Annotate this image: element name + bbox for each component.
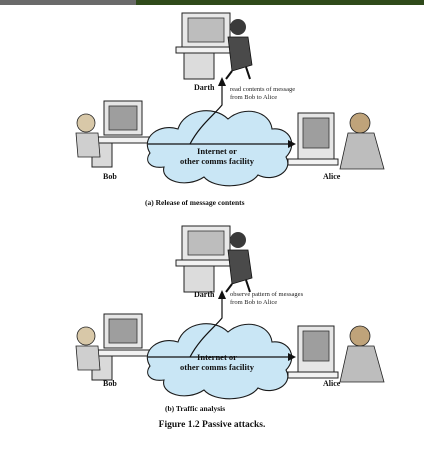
panel-caption: (b) Traffic analysis (165, 404, 226, 413)
darth-note: observe pattern of messages from Bob to … (230, 291, 304, 306)
darth-figure (175, 225, 253, 293)
internet-cloud (147, 323, 293, 400)
bob-figure (75, 313, 157, 381)
panel-traffic-analysis: Darth observe pattern of messages from B… (0, 218, 424, 413)
cloud-text: Internet or other comms facility (157, 146, 277, 166)
tap-line (189, 298, 223, 358)
internet-cloud (147, 110, 293, 187)
cloud-text: Internet or other comms facility (157, 352, 277, 372)
darth-figure (175, 12, 253, 80)
bob-figure (75, 100, 157, 168)
cloud-line-2: other comms facility (180, 362, 254, 372)
top-strip-dark (0, 0, 136, 5)
bob-label: Bob (103, 379, 117, 388)
tap-line (189, 85, 223, 145)
top-strip (0, 0, 424, 5)
alice-arrowhead (288, 140, 296, 148)
bob-label: Bob (103, 172, 117, 181)
alice-figure (287, 112, 385, 170)
figure-caption: Figure 1.2 Passive attacks. (158, 420, 266, 430)
cloud-line-1: Internet or (197, 146, 237, 156)
alice-label: Alice (323, 172, 341, 181)
alice-figure (287, 325, 385, 383)
darth-arrowhead (218, 290, 226, 299)
darth-label: Darth (194, 83, 215, 92)
panel-b-illustration (75, 225, 385, 400)
alice-arrowhead (288, 353, 296, 361)
top-strip-green (136, 0, 424, 5)
panel-caption: (a) Release of message contents (145, 198, 245, 207)
cloud-line-1: Internet or (197, 352, 237, 362)
panel-a-illustration (75, 12, 385, 187)
cloud-line-2: other comms facility (180, 156, 254, 166)
panel-release-of-message-contents: Darth read contents of message from Bob … (0, 5, 424, 207)
darth-arrowhead (218, 77, 226, 86)
alice-label: Alice (323, 379, 341, 388)
darth-note: read contents of message from Bob to Ali… (230, 86, 296, 101)
darth-label: Darth (194, 290, 215, 299)
